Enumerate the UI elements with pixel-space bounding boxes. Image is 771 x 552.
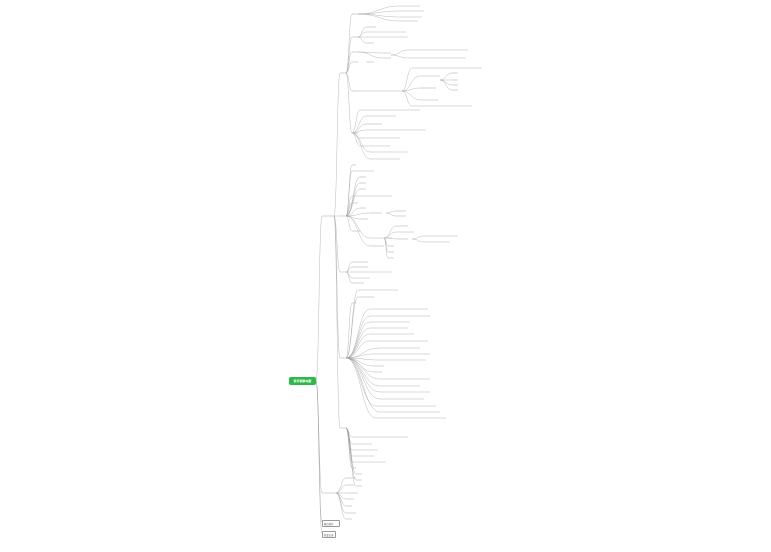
connector-line xyxy=(385,210,397,214)
connector-line xyxy=(345,357,381,393)
connector-line xyxy=(345,296,359,359)
connector-line xyxy=(385,212,397,217)
connector-line xyxy=(345,13,353,74)
connector-line xyxy=(345,207,361,217)
connector-line xyxy=(357,5,401,15)
connector-line xyxy=(401,67,413,92)
branch-connector-2 xyxy=(315,380,323,494)
connector-line xyxy=(345,188,361,217)
connector-line xyxy=(345,357,377,419)
connector-line xyxy=(401,90,413,107)
connector-line xyxy=(345,271,353,284)
connector-line xyxy=(345,72,353,92)
connector-line xyxy=(345,347,381,359)
connector-line xyxy=(439,72,453,81)
connector-line xyxy=(333,72,341,217)
connector-line xyxy=(345,357,381,380)
connector-line xyxy=(345,321,371,359)
connector-line xyxy=(439,79,453,91)
connector-line xyxy=(345,215,353,232)
connector-line xyxy=(345,327,371,359)
connector-line xyxy=(411,238,425,243)
connector-line xyxy=(345,427,357,475)
connector-line xyxy=(345,427,357,487)
connector-line xyxy=(390,49,409,56)
connector-line xyxy=(439,79,453,86)
connector-line xyxy=(345,36,353,74)
connector-line xyxy=(345,202,353,217)
connector-line xyxy=(357,13,401,22)
connector-line xyxy=(335,492,347,520)
connector-line xyxy=(345,427,353,469)
branch-label: 获奖记录 xyxy=(324,533,334,537)
connector-line xyxy=(345,170,353,217)
connector-line xyxy=(345,315,371,359)
branch-node-3[interactable]: 幕后制作 xyxy=(322,520,340,527)
connector-line xyxy=(383,237,389,253)
connector-line xyxy=(335,477,347,494)
leaf-nodes xyxy=(322,5,482,520)
connector-line xyxy=(345,51,353,74)
connector-line xyxy=(401,90,421,101)
connector-line xyxy=(335,492,347,507)
connector-line xyxy=(345,176,361,217)
connector-line xyxy=(345,308,371,359)
connector-lines xyxy=(315,5,453,534)
connector-line xyxy=(357,51,384,59)
connector-line xyxy=(345,61,353,74)
connector-line xyxy=(333,215,341,429)
connector-line xyxy=(345,302,353,359)
connector-line xyxy=(351,109,361,134)
connector-line xyxy=(357,31,367,38)
connector-line xyxy=(345,72,353,134)
connector-line xyxy=(351,115,367,134)
connector-line xyxy=(345,261,353,273)
connector-line xyxy=(401,75,421,92)
connector-line xyxy=(345,357,381,361)
connector-line xyxy=(345,357,381,413)
connector-line xyxy=(333,215,341,273)
connector-line xyxy=(383,237,389,259)
connector-line xyxy=(383,225,397,239)
connector-line xyxy=(345,212,371,217)
connector-line xyxy=(357,26,367,38)
connector-line xyxy=(335,484,347,494)
connector-line xyxy=(345,182,361,217)
connector-line xyxy=(390,54,409,59)
connector-line xyxy=(333,215,341,359)
connector-line xyxy=(345,266,353,273)
connector-line xyxy=(411,235,425,240)
connector-line xyxy=(345,357,381,400)
branch-node-4[interactable]: 获奖记录 xyxy=(322,531,336,538)
connector-line xyxy=(401,87,421,92)
connector-line xyxy=(383,231,397,239)
root-node[interactable]: 铁甲钢拳电影 xyxy=(289,377,316,385)
branch-label: 幕后制作 xyxy=(324,522,334,526)
connector-line xyxy=(351,132,361,147)
connector-line xyxy=(345,357,377,407)
branch-connector-1 xyxy=(315,215,323,382)
connector-line xyxy=(357,36,367,44)
branch-connector-4 xyxy=(315,380,323,534)
connector-line xyxy=(345,195,353,217)
connector-line xyxy=(345,340,371,359)
